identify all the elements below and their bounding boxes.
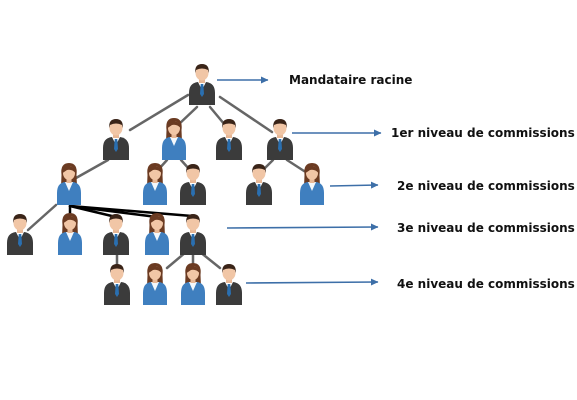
person-icon (246, 164, 272, 205)
person-icon (162, 118, 186, 160)
arrow-right-icon (245, 278, 379, 286)
person-icon (103, 214, 129, 255)
connector-line (74, 158, 110, 180)
root-label: Mandataire racine (289, 73, 413, 87)
connector-line (128, 93, 190, 132)
people (7, 64, 324, 305)
level-3-label: 3e niveau de commissions (397, 221, 575, 235)
connector-line (176, 105, 199, 127)
person-icon (143, 163, 167, 205)
person-icon (216, 119, 242, 160)
person-icon (143, 263, 167, 305)
highlight-line (68, 204, 194, 218)
person-icon (216, 264, 242, 305)
level-4-label: 4e niveau de commissions (397, 277, 575, 291)
person-icon (180, 214, 206, 255)
connector-line (208, 105, 227, 127)
person-icon (58, 213, 82, 255)
arrow-right-icon (226, 223, 379, 231)
person-icon (145, 213, 169, 255)
person-icon (104, 264, 130, 305)
person-icon (103, 119, 129, 160)
level-2-label: 2e niveau de commissions (397, 179, 575, 193)
person-icon (7, 214, 33, 255)
person-icon (180, 164, 206, 205)
person-icon-root (189, 64, 215, 105)
person-icon (181, 263, 205, 305)
highlight-connectors (68, 204, 194, 219)
arrow-right-icon (329, 181, 379, 189)
connector-line (26, 203, 58, 232)
connector-line (218, 95, 274, 134)
person-icon (57, 163, 81, 205)
level-1-label: 1er niveau de commissions (391, 126, 575, 140)
person-icon (267, 119, 293, 160)
arrows (217, 76, 382, 286)
connector-line (285, 158, 306, 173)
